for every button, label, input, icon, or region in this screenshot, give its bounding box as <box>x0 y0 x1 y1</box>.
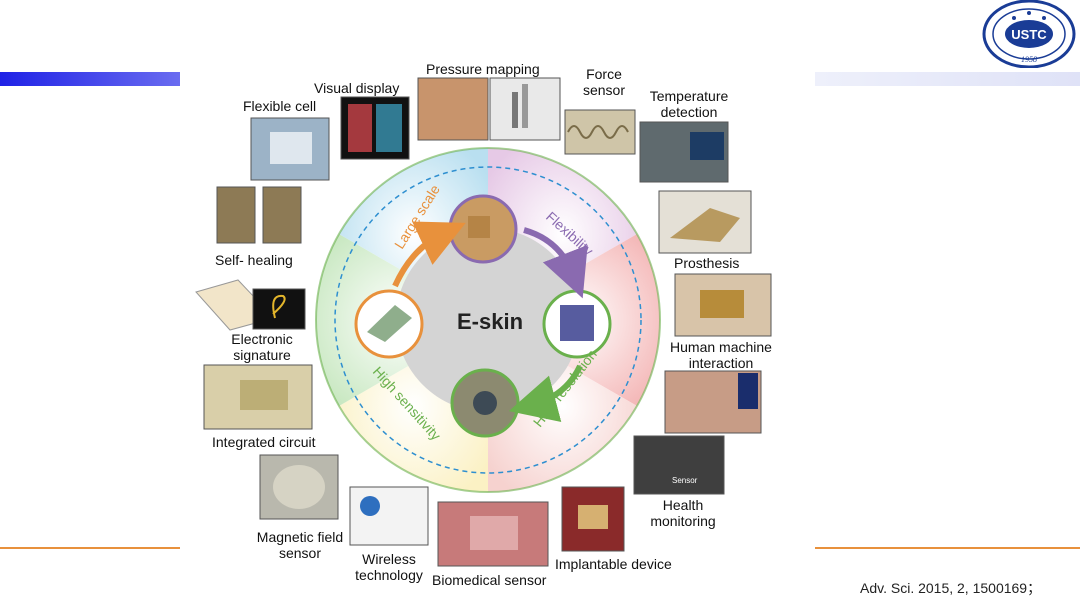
arrow-high-resolution <box>508 364 583 423</box>
inner-circle <box>396 228 580 412</box>
label-wireless-technology: Wireless technology <box>355 551 423 583</box>
logo-year: 1958 <box>1021 55 1037 64</box>
photo-wireless-technology <box>349 486 429 546</box>
header-bar-right <box>815 72 1080 86</box>
arrow-large-scale <box>392 221 466 288</box>
node-left <box>354 289 424 359</box>
citation: Adv. Sci. 2015, 2, 1500169； <box>860 580 1042 596</box>
node-bottom <box>450 368 520 438</box>
label-implantable-device: Implantable device <box>555 556 672 572</box>
label-force-sensor: Force sensor <box>582 66 626 98</box>
label-human-machine-interaction: Human machine interaction <box>670 339 772 371</box>
photo-visual-display <box>340 96 410 160</box>
header-bar-left <box>0 72 180 86</box>
photo-pressure-mapping <box>417 77 561 141</box>
label-flexible-cell: Flexible cell <box>243 98 317 114</box>
label-pressure-mapping: Pressure mapping <box>426 61 540 77</box>
photo-health-monitoring-body <box>664 370 762 434</box>
svg-text:Sensor: Sensor <box>672 476 698 485</box>
photo-self-healing <box>216 186 302 244</box>
photo-force-sensor <box>564 109 636 155</box>
label-prosthesis: Prosthesis <box>674 255 740 271</box>
footer-line-right <box>815 547 1080 549</box>
photo-biomedical-sensor <box>437 501 549 567</box>
photo-electronic-signature <box>195 279 306 331</box>
label-visual-display: Visual display <box>314 80 400 96</box>
label-integrated-circuit: Integrated circuit <box>212 434 316 450</box>
university-logo: USTC 1958 <box>982 0 1076 68</box>
label-magnetic-field-sensor: Magnetic field sensor <box>256 529 344 561</box>
label-temperature-detection: Temperature detection <box>649 88 729 120</box>
node-top <box>448 194 518 264</box>
label-electronic-signature: Electronic signature <box>231 331 293 363</box>
arrow-flexibility <box>523 227 588 299</box>
photo-integrated-circuit <box>203 364 313 430</box>
photo-flexible-cell <box>250 117 330 181</box>
center-label: E-skin <box>457 309 523 334</box>
node-right <box>542 289 612 359</box>
logo-text: USTC <box>1011 27 1047 42</box>
photo-magnetic-field-sensor <box>259 454 339 520</box>
label-self-healing: Self- healing <box>215 252 293 268</box>
footer-line-left <box>0 547 180 549</box>
label-health-monitoring: Health monitoring <box>650 497 716 529</box>
photo-temperature-detection <box>639 121 729 183</box>
label-biomedical-sensor: Biomedical sensor <box>432 572 547 588</box>
photo-prosthesis <box>658 190 752 254</box>
photo-human-machine-interaction <box>674 273 772 337</box>
photo-implantable-device <box>561 486 625 552</box>
photo-health-monitoring-neck: Sensor <box>633 435 725 495</box>
